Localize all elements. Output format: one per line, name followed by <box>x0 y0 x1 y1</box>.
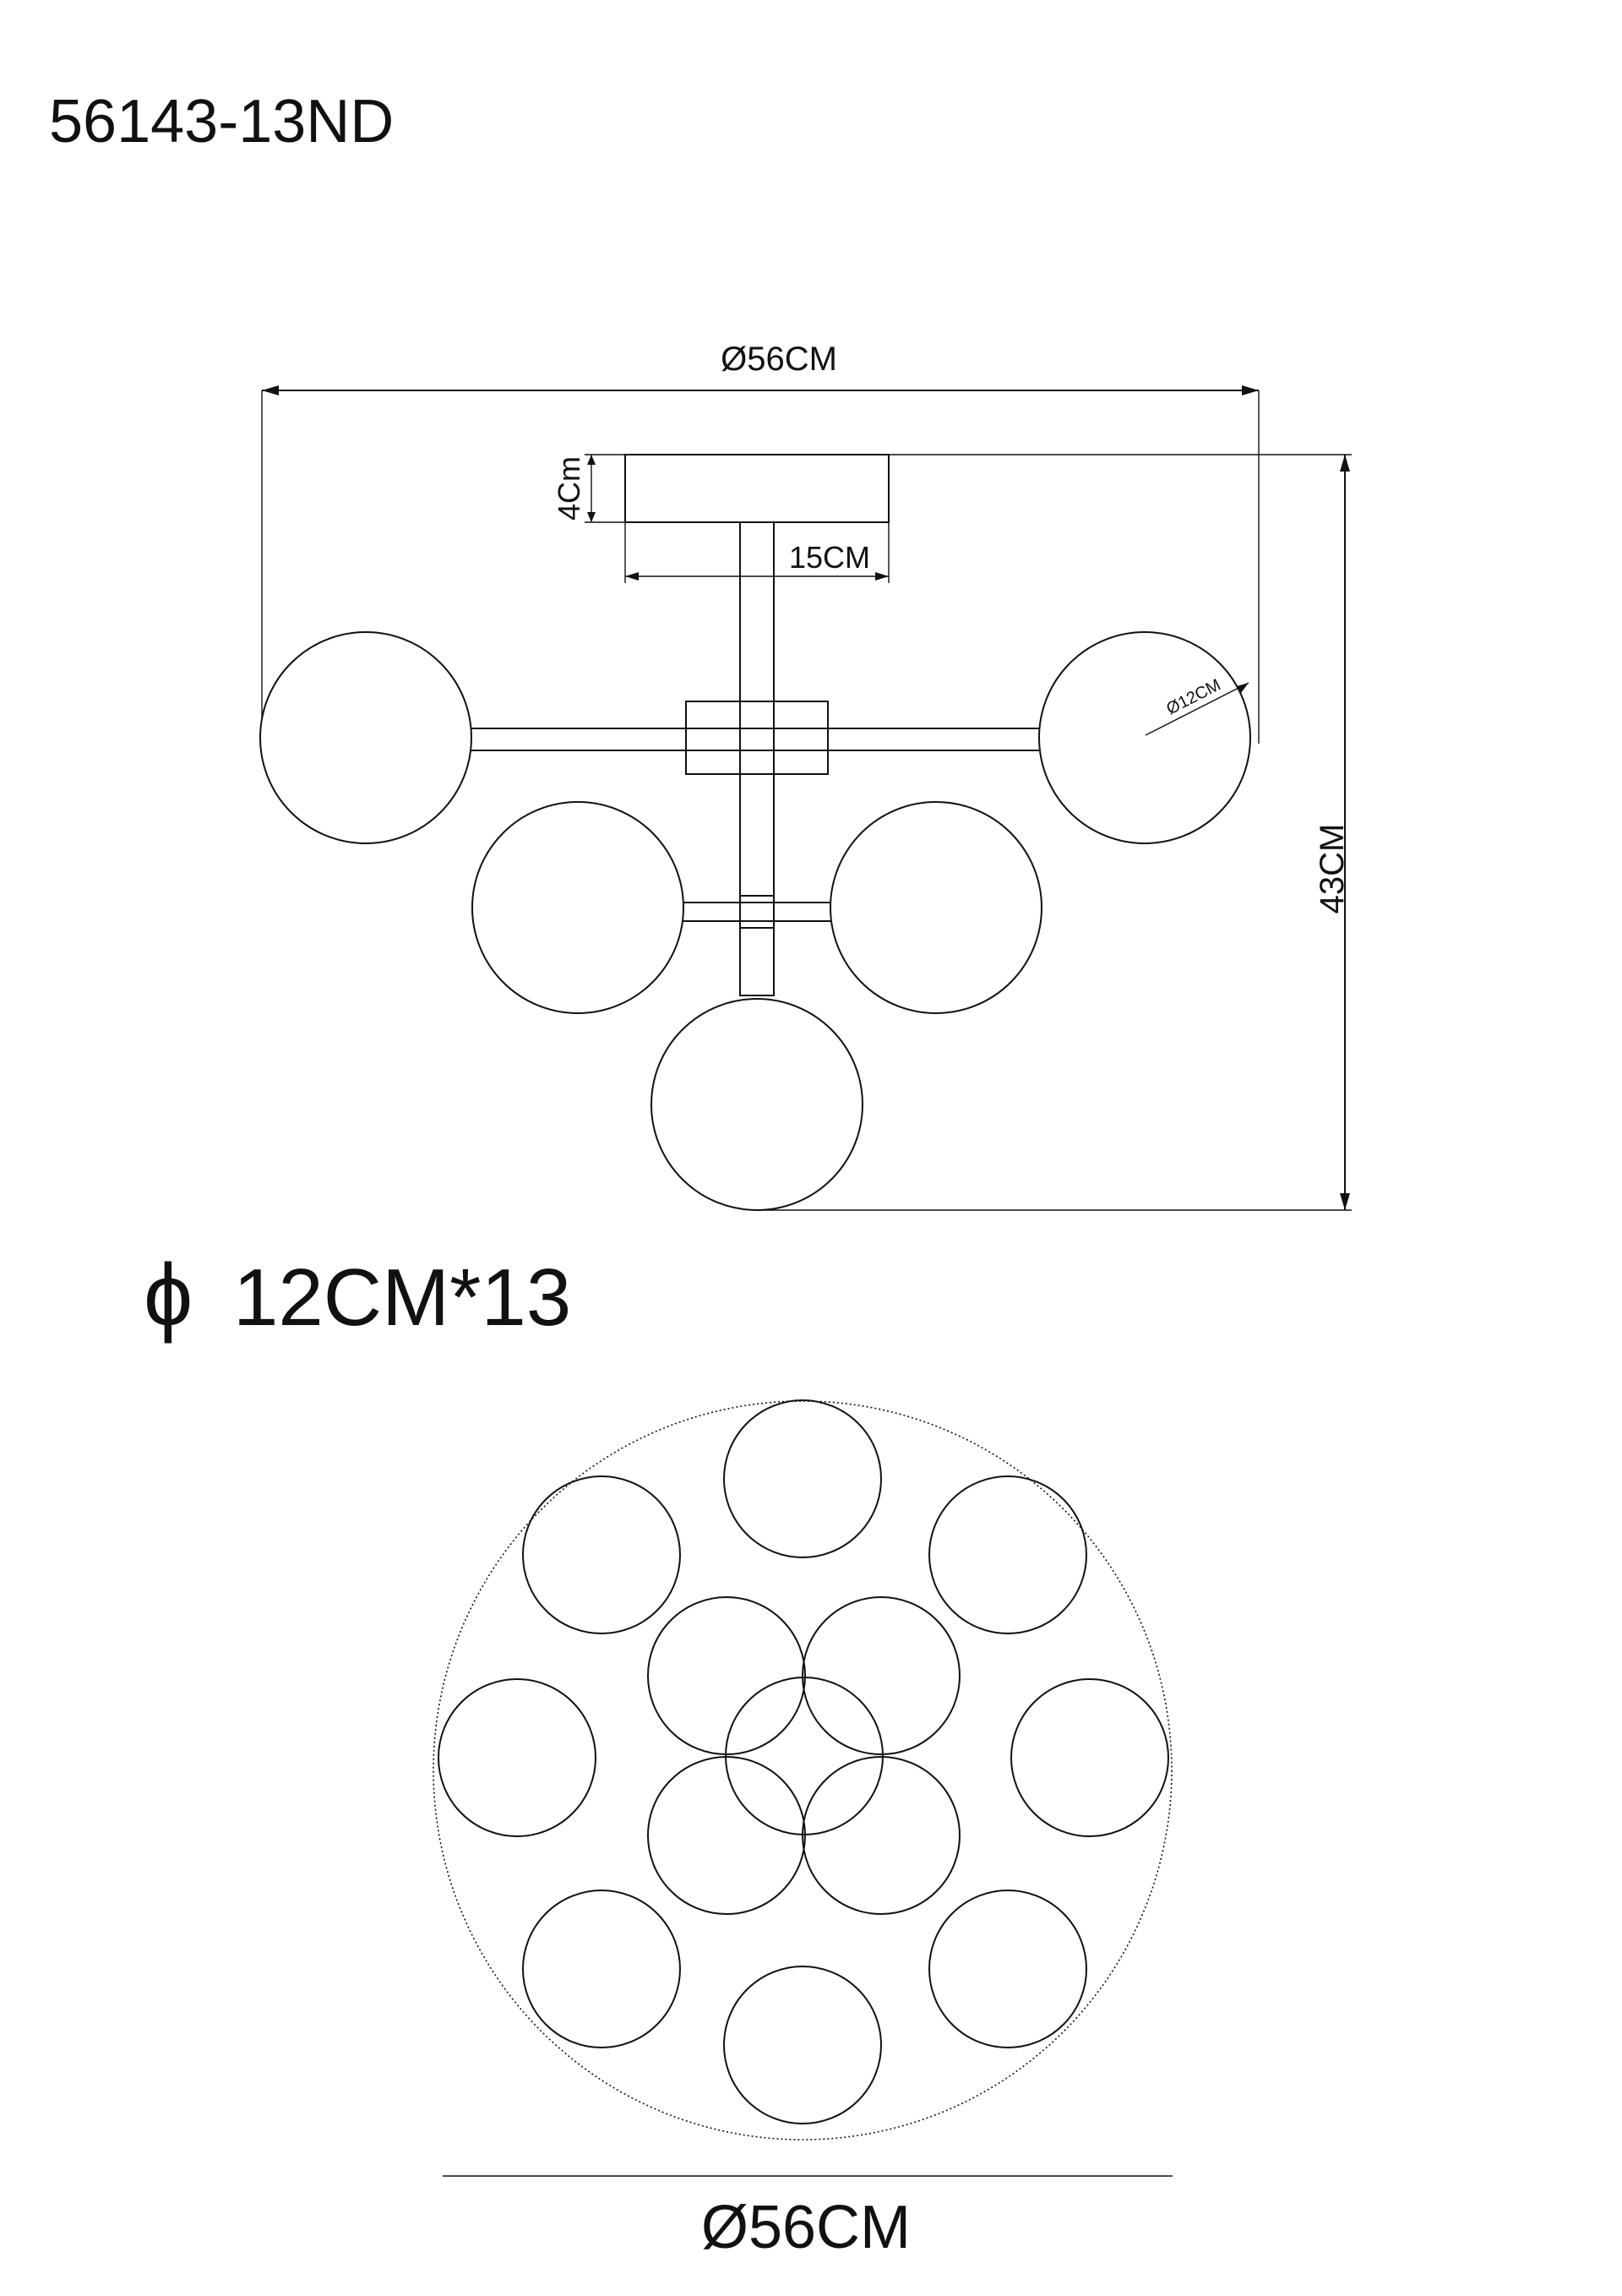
globe <box>259 631 472 844</box>
globe <box>650 998 863 1211</box>
globe <box>1010 1678 1169 1837</box>
globe <box>522 1475 681 1634</box>
globe <box>928 1475 1087 1634</box>
globe <box>647 1596 806 1755</box>
canopy-height-dimension: 4Cm <box>552 454 625 523</box>
globe <box>438 1678 596 1837</box>
globe <box>1038 631 1251 844</box>
globe <box>830 801 1042 1014</box>
globe <box>647 1756 806 1915</box>
globe <box>725 1677 884 1835</box>
height-dimension: 43CM <box>757 455 1352 1211</box>
globe <box>802 1596 961 1755</box>
canopy-width-label: 15CM <box>789 540 870 575</box>
phi-symbol: ϕ <box>144 1246 193 1344</box>
top-view: Ø56CM <box>433 1399 1173 2261</box>
globe-spec: ϕ 12CM*13 <box>144 1246 571 1344</box>
top-width-label: Ø56CM <box>701 2194 911 2261</box>
height-label: 43CM <box>1314 824 1351 914</box>
width-label: Ø56CM <box>721 341 837 378</box>
globe <box>723 1966 882 2124</box>
hub <box>685 701 829 775</box>
canopy-height-label: 4Cm <box>552 456 586 521</box>
width-dimension: Ø56CM <box>261 341 1260 744</box>
side-view: Ø56CM 4Cm 15CM <box>259 341 1352 1211</box>
globe <box>928 1890 1087 2048</box>
globe <box>471 801 684 1014</box>
globe <box>802 1756 961 1915</box>
outline-circle <box>433 1400 1173 2141</box>
model-number: 56143-13ND <box>49 88 394 155</box>
globe <box>723 1399 882 1558</box>
ceiling-canopy <box>624 454 890 523</box>
globe <box>522 1890 681 2048</box>
globe-spec-text: 12CM*13 <box>233 1252 571 1343</box>
canopy-width-dimension: 15CM <box>624 522 890 583</box>
